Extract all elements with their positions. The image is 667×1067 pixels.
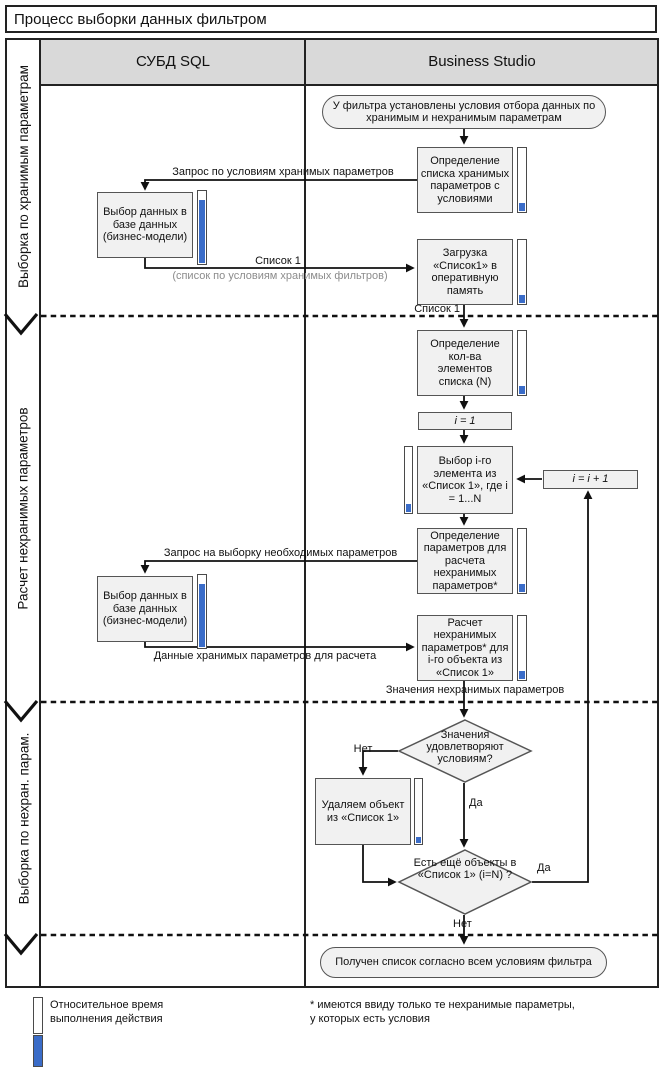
timebar-fill	[199, 200, 205, 263]
decision-more-objects-label: Есть ещё объекты в «Список 1» (i=N) ?	[413, 857, 517, 881]
process-select-element: Выбор i-го элемента из «Список 1», где i…	[417, 446, 513, 514]
column-header-business-studio: Business Studio	[306, 39, 658, 86]
lane-column-divider	[39, 38, 41, 988]
edge-label-stored-query: Запрос по условиям хранимых параметров	[172, 166, 394, 178]
timebar-fill	[519, 202, 525, 211]
edge-label-check-yes: Да	[469, 797, 483, 809]
sql-bs-column-divider	[304, 38, 306, 988]
process-delete-object: Удаляем объект из «Список 1»	[315, 778, 411, 845]
edge-label-more-no: Нет	[453, 918, 472, 930]
legend-time-note: Относительное время выполнения действия	[50, 999, 164, 1025]
timebar-fill	[519, 294, 525, 303]
process-define-calc-params: Определение параметров для расчета нехра…	[417, 528, 513, 594]
edge-label-params-query: Запрос на выборку необходимых параметров	[163, 547, 398, 559]
process-increment-counter: i = i + 1	[543, 470, 638, 489]
column-header-sql: СУБД SQL	[41, 39, 305, 86]
timebar-fill	[519, 385, 525, 394]
timebar-load-list	[517, 239, 527, 305]
timebar-db-select-1	[197, 190, 207, 265]
timebar-count-elements	[517, 330, 527, 396]
timebar-select-element	[404, 446, 413, 514]
process-count-elements: Определение кол-ва элементов списка (N)	[417, 330, 513, 396]
timebar-fill	[406, 504, 411, 512]
diagram-title: Процесс выборки данных фильтром	[5, 5, 657, 33]
process-define-stored-params: Определение списка хранимых параметров с…	[417, 147, 513, 213]
lane-label-unstored-select: Выборка по нехран. парам.	[16, 732, 31, 905]
timebar-calc-unstored	[517, 615, 527, 681]
lane-label-stored-params: Выборка по хранимым параметрам	[16, 65, 32, 288]
process-init-counter: i = 1	[418, 412, 512, 430]
timebar-define-calc-params	[517, 528, 527, 594]
decision-check-values-label: Значения удовлетворяют условиям?	[426, 729, 504, 765]
end-event: Получен список согласно всем условиям фи…	[320, 947, 607, 978]
legend-time-icon-filled	[33, 1035, 43, 1067]
edge-label-list1-lane-pass: Список 1	[414, 303, 460, 315]
edge-label-unstored-values: Значения нехранимых параметров	[385, 684, 565, 696]
process-load-list: Загрузка «Список1» в оперативную память	[417, 239, 513, 305]
lane-label-unstored-calc: Расчет нехранимых параметров	[16, 407, 31, 610]
diagram-frame	[5, 38, 659, 988]
start-event: У фильтра установлены условия отбора дан…	[322, 95, 606, 129]
timebar-fill	[199, 584, 205, 647]
edge-label-more-yes: Да	[537, 862, 551, 874]
column-header-sql-label: СУБД SQL	[135, 53, 211, 70]
edge-label-list1-note: (список по условиям хранимых фильтров)	[172, 270, 388, 282]
edge-label-list1: Список 1	[255, 255, 301, 267]
process-db-select-2: Выбор данных в базе данных (бизнес-модел…	[97, 576, 193, 642]
edge-label-check-no: Нет	[353, 743, 373, 755]
process-calc-unstored: Расчет нехранимых параметров* для i-го о…	[417, 615, 513, 681]
timebar-delete-object	[414, 778, 423, 845]
timebar-fill	[519, 670, 525, 679]
column-header-business-studio-label: Business Studio	[428, 53, 536, 70]
timebar-fill	[416, 836, 421, 843]
process-db-select-1: Выбор данных в базе данных (бизнес-модел…	[97, 192, 193, 258]
legend-time-icon-empty	[33, 997, 43, 1034]
timebar-define-stored	[517, 147, 527, 213]
edge-label-stored-data: Данные хранимых параметров для расчета	[153, 650, 377, 662]
footnote: * имеются ввиду только те нехранимые пар…	[310, 999, 575, 1025]
timebar-fill	[519, 583, 525, 592]
timebar-db-select-2	[197, 574, 207, 649]
